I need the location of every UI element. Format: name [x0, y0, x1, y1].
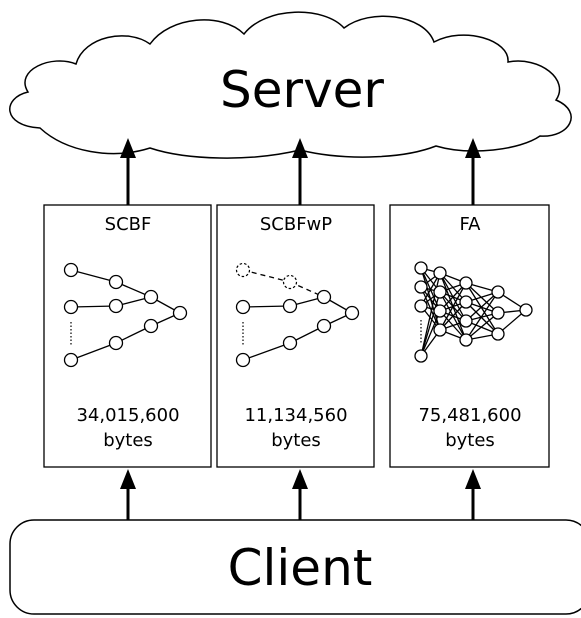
method-name: FA [459, 214, 481, 235]
arrow-scbf-to-server [120, 138, 136, 205]
client-box: Client [9, 519, 581, 615]
arrow-fa-to-server [465, 138, 481, 205]
arrow-scbfwp-to-server [292, 138, 308, 205]
model-size-value: 75,481,600 [418, 405, 521, 426]
method-box-fa: FA [389, 204, 550, 468]
client-box-shape [9, 519, 581, 615]
server-label: Server [220, 61, 384, 119]
model-size-unit: bytes [103, 430, 153, 451]
upload-arrows [120, 138, 481, 205]
method-name: SCBF [105, 214, 152, 235]
model-size-value: 34,015,600 [76, 405, 179, 426]
model-size-value: 11,134,560 [244, 405, 347, 426]
network-icon-scbf [63, 262, 188, 368]
dense-network-icon-fa [414, 261, 533, 363]
arrow-client-to-scbfwp [292, 469, 308, 520]
model-size-unit: bytes [445, 430, 495, 451]
method-box-scbfwp: SCBFwP 11,134,560 bytes [216, 204, 375, 468]
method-box-scbf: SCBF 34,015,600 bytes [43, 204, 212, 468]
client-arrows [120, 469, 481, 520]
model-size-unit: bytes [271, 430, 321, 451]
server-cloud: Server [9, 11, 572, 159]
arrow-client-to-fa [465, 469, 481, 520]
arrow-client-to-scbf [120, 469, 136, 520]
client-label: Client [228, 539, 373, 597]
pruned-network-icon-scbfwp [235, 262, 360, 368]
method-name: SCBFwP [260, 214, 332, 235]
